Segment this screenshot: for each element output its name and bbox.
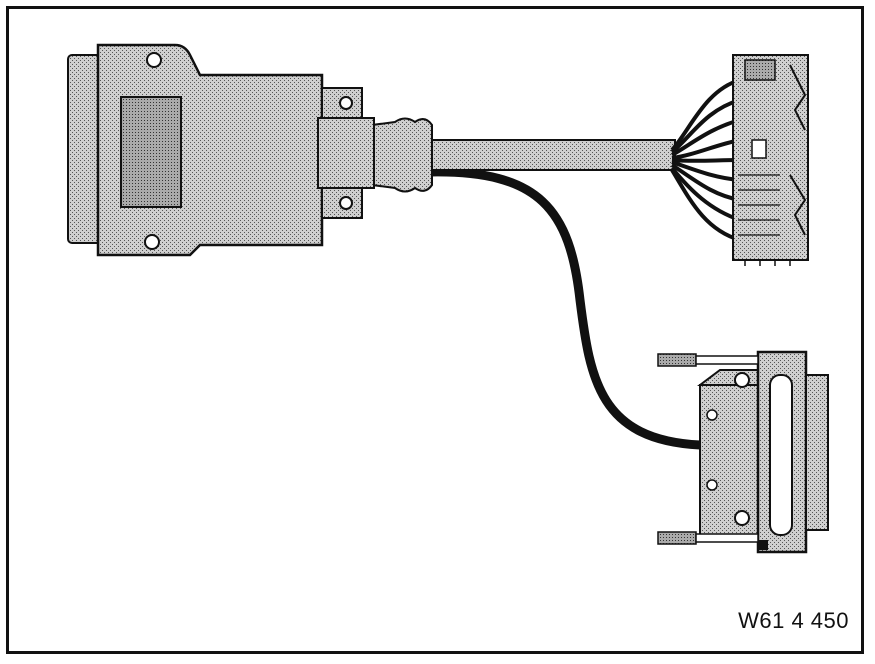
sub-d-connector [657,350,829,554]
wire-bundle [670,78,741,242]
multi-pin-connector [732,54,809,266]
figure-reference-code: W61 4 450 [738,608,849,633]
strain-relief-boot [371,117,433,193]
large-housing-connector [67,43,375,257]
branch-cable [425,167,705,450]
main-cable [429,139,676,171]
